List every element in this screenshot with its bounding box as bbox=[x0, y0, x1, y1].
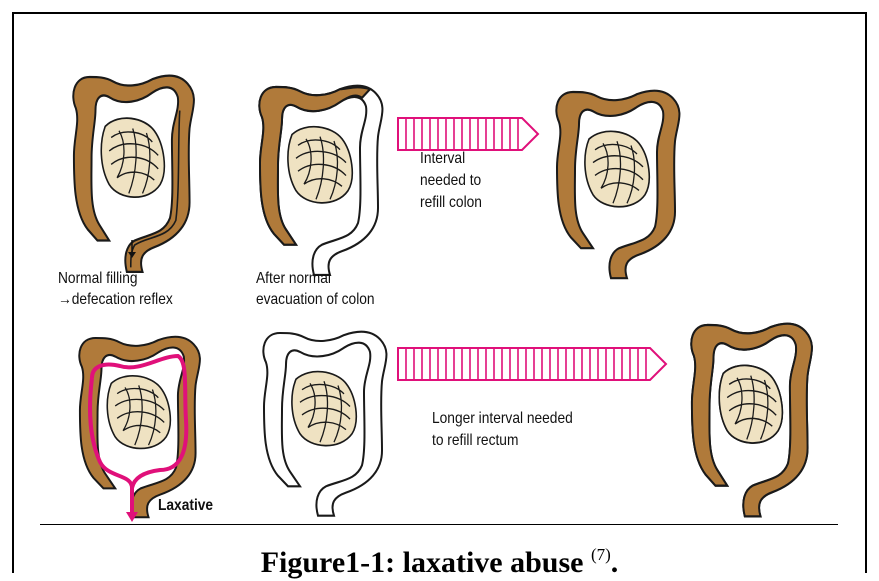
label-defecation-reflex: →defecation reflex bbox=[58, 289, 173, 310]
label-interval: Interval bbox=[420, 148, 465, 169]
label-after-normal: After normal bbox=[256, 268, 331, 289]
time-arrow-icon bbox=[398, 118, 538, 150]
label-needed-to: needed to bbox=[420, 170, 481, 191]
label-evacuation: evacuation of colon bbox=[256, 289, 375, 310]
label-normal-filling: Normal filling bbox=[58, 268, 138, 289]
figure-caption: Figure1-1: laxative abuse (7). bbox=[0, 537, 879, 581]
colon-empty-icon bbox=[263, 332, 386, 516]
colon-full-icon bbox=[73, 76, 194, 272]
colon-full-icon bbox=[556, 91, 679, 279]
caption-reference: (7) bbox=[591, 545, 611, 564]
arrow-right-icon: → bbox=[58, 291, 72, 308]
colon-partial-icon bbox=[691, 324, 812, 517]
label-longer-interval: Longer interval needed bbox=[432, 408, 573, 429]
label-laxative: Laxative bbox=[158, 495, 213, 516]
caption-divider bbox=[40, 524, 838, 525]
time-arrow-icon bbox=[398, 348, 666, 380]
label-refill-colon: refill colon bbox=[420, 192, 482, 213]
colon-empty-icon bbox=[259, 86, 382, 275]
label-refill-rectum: to refill rectum bbox=[432, 430, 518, 451]
